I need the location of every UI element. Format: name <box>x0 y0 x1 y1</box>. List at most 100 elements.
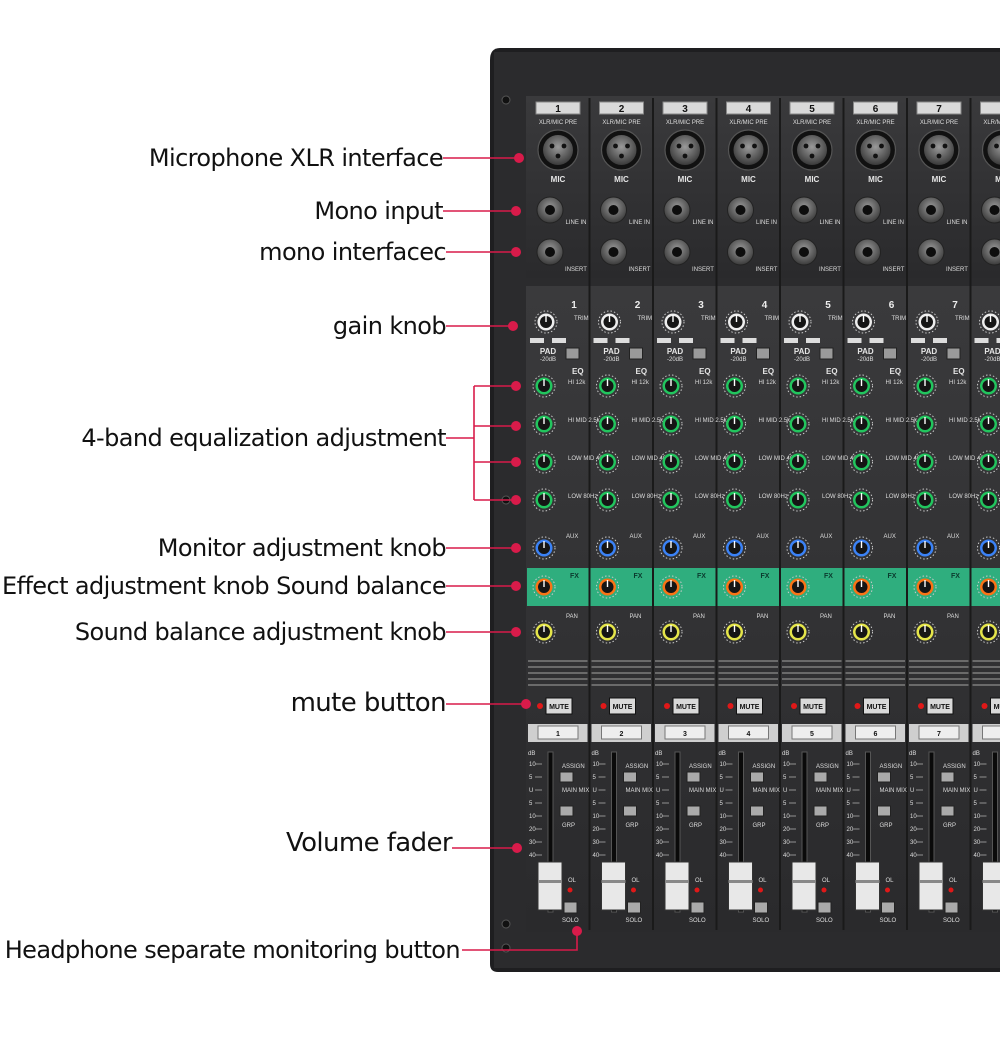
volume-fader-cap[interactable] <box>791 861 817 911</box>
eq-knob[interactable] <box>596 374 619 398</box>
gain-knob[interactable] <box>661 310 685 334</box>
pad-button[interactable] <box>819 347 834 360</box>
eq-knob[interactable] <box>532 450 556 474</box>
aux-knob[interactable] <box>850 536 873 560</box>
eq-knob[interactable] <box>596 488 619 512</box>
solo-button[interactable] <box>881 901 895 914</box>
assign-grp-button[interactable] <box>813 805 828 817</box>
fx-knob[interactable] <box>532 575 556 599</box>
aux-knob[interactable] <box>786 536 810 560</box>
mute-button[interactable] <box>863 697 890 715</box>
volume-fader-cap[interactable] <box>855 861 880 911</box>
assign-grp-button[interactable] <box>623 805 637 817</box>
eq-knob[interactable] <box>723 450 746 474</box>
eq-knob[interactable] <box>596 450 619 474</box>
volume-fader-cap[interactable] <box>918 861 944 911</box>
eq-knob[interactable] <box>659 412 683 436</box>
assign-main-button[interactable] <box>686 771 701 783</box>
gain-knob[interactable] <box>534 310 558 334</box>
fx-knob[interactable] <box>786 575 810 599</box>
eq-knob[interactable] <box>913 412 937 436</box>
mute-button[interactable] <box>799 697 827 715</box>
volume-fader-cap[interactable] <box>537 861 563 911</box>
solo-button[interactable] <box>754 901 768 914</box>
solo-button[interactable] <box>627 901 641 914</box>
eq-knob[interactable] <box>913 450 937 474</box>
fx-knob[interactable] <box>977 575 1000 599</box>
volume-fader-cap[interactable] <box>728 861 753 911</box>
eq-knob[interactable] <box>659 450 683 474</box>
gain-knob[interactable] <box>598 310 621 334</box>
eq-knob[interactable] <box>850 488 873 512</box>
pad-button[interactable] <box>692 347 707 360</box>
gain-knob[interactable] <box>979 310 1000 334</box>
assign-grp-button[interactable] <box>559 805 574 817</box>
mute-button[interactable] <box>609 697 636 715</box>
eq-knob[interactable] <box>850 412 873 436</box>
assign-main-button[interactable] <box>813 771 828 783</box>
mute-button[interactable] <box>545 697 573 715</box>
assign-grp-button[interactable] <box>940 805 955 817</box>
eq-knob[interactable] <box>913 374 937 398</box>
pan-knob[interactable] <box>977 620 1000 644</box>
pan-knob[interactable] <box>723 620 746 644</box>
solo-button[interactable] <box>563 901 578 914</box>
volume-fader-cap[interactable] <box>601 861 626 911</box>
pad-button[interactable] <box>946 347 961 360</box>
mute-button[interactable] <box>736 697 763 715</box>
eq-knob[interactable] <box>786 374 810 398</box>
pad-button[interactable] <box>756 347 770 360</box>
volume-fader-cap[interactable] <box>664 861 690 911</box>
assign-grp-button[interactable] <box>750 805 764 817</box>
eq-knob[interactable] <box>659 488 683 512</box>
eq-knob[interactable] <box>913 488 937 512</box>
solo-button[interactable] <box>944 901 959 914</box>
assign-grp-button[interactable] <box>877 805 891 817</box>
aux-knob[interactable] <box>596 536 619 560</box>
assign-main-button[interactable] <box>559 771 574 783</box>
fx-knob[interactable] <box>723 575 746 599</box>
gain-knob[interactable] <box>788 310 812 334</box>
volume-fader-cap[interactable] <box>982 861 1000 911</box>
pan-knob[interactable] <box>659 620 683 644</box>
eq-knob[interactable] <box>659 374 683 398</box>
solo-button[interactable] <box>690 901 705 914</box>
gain-knob[interactable] <box>852 310 875 334</box>
eq-knob[interactable] <box>786 450 810 474</box>
eq-knob[interactable] <box>850 450 873 474</box>
eq-knob[interactable] <box>532 488 556 512</box>
assign-main-button[interactable] <box>877 771 891 783</box>
eq-knob[interactable] <box>786 412 810 436</box>
aux-knob[interactable] <box>913 536 937 560</box>
pan-knob[interactable] <box>913 620 937 644</box>
aux-knob[interactable] <box>532 536 556 560</box>
mute-button[interactable] <box>672 697 700 715</box>
pan-knob[interactable] <box>786 620 810 644</box>
solo-button[interactable] <box>817 901 832 914</box>
eq-knob[interactable] <box>596 412 619 436</box>
pad-button[interactable] <box>883 347 897 360</box>
eq-knob[interactable] <box>786 488 810 512</box>
assign-main-button[interactable] <box>940 771 955 783</box>
fx-knob[interactable] <box>913 575 937 599</box>
assign-grp-button[interactable] <box>686 805 701 817</box>
assign-main-button[interactable] <box>750 771 764 783</box>
gain-knob[interactable] <box>915 310 939 334</box>
mute-button[interactable] <box>926 697 954 715</box>
eq-knob[interactable] <box>723 412 746 436</box>
pad-button[interactable] <box>629 347 643 360</box>
mute-button[interactable] <box>990 697 1000 715</box>
eq-knob[interactable] <box>723 488 746 512</box>
pan-knob[interactable] <box>596 620 619 644</box>
aux-knob[interactable] <box>659 536 683 560</box>
pan-knob[interactable] <box>532 620 556 644</box>
pan-knob[interactable] <box>850 620 873 644</box>
gain-knob[interactable] <box>725 310 748 334</box>
eq-knob[interactable] <box>532 412 556 436</box>
pad-button[interactable] <box>565 347 580 360</box>
eq-knob[interactable] <box>532 374 556 398</box>
fx-knob[interactable] <box>850 575 873 599</box>
aux-knob[interactable] <box>723 536 746 560</box>
eq-knob[interactable] <box>850 374 873 398</box>
fx-knob[interactable] <box>659 575 683 599</box>
